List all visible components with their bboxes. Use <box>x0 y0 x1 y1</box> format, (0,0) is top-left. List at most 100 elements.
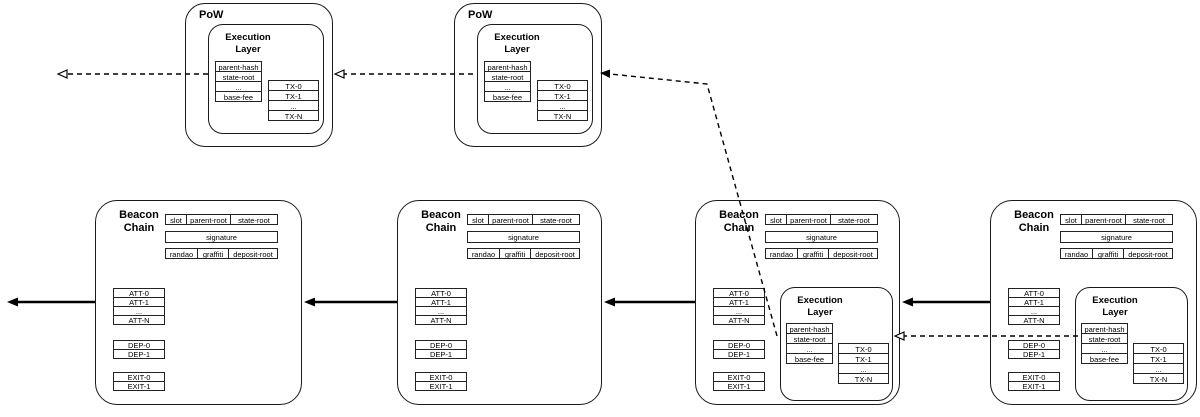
attestation-list: ATT-0 ATT-1 ... ATT-N <box>113 288 165 325</box>
field-randao: randao <box>765 248 798 259</box>
execution-fields: parent-hash state-root ... base-fee <box>1081 323 1128 364</box>
field-parent-hash: parent-hash <box>1081 323 1128 334</box>
att-row: ATT-N <box>415 315 467 325</box>
field-parent-root: parent-root <box>186 214 231 225</box>
field-base-fee: base-fee <box>215 91 262 102</box>
beacon-block-title: Beacon Chain <box>119 209 159 235</box>
tx-row: TX-N <box>268 110 319 121</box>
field-state-root: state-root <box>230 214 278 225</box>
field-signature: signature <box>467 231 580 243</box>
field-signature: signature <box>765 231 878 243</box>
beacon-header-row-1: slot parent-root state-root <box>467 214 580 225</box>
execution-layer-box: Execution Layer parent-hash state-root .… <box>208 24 324 134</box>
pow-block-1: PoW Execution Layer parent-hash state-ro… <box>185 3 333 147</box>
pow-block-title: PoW <box>468 9 493 21</box>
dep-row: DEP-1 <box>415 349 467 359</box>
exit-row: EXIT-1 <box>415 381 467 391</box>
dep-row: DEP-1 <box>1008 349 1060 359</box>
execution-layer-title: Execution Layer <box>797 295 843 318</box>
beacon-header-signature: signature <box>765 231 878 243</box>
beacon-block-title: Beacon Chain <box>1014 209 1054 235</box>
beacon-header-row-3: randao graffiti deposit-root <box>1060 248 1173 259</box>
field-deposit-root: deposit-root <box>1123 248 1173 259</box>
field-parent-hash: parent-hash <box>484 61 531 72</box>
field-randao: randao <box>165 248 198 259</box>
execution-fields: parent-hash state-root ... base-fee <box>786 323 833 364</box>
att-row: ATT-N <box>1008 315 1060 325</box>
attestation-list: ATT-0 ATT-1 ... ATT-N <box>415 288 467 325</box>
field-parent-root: parent-root <box>488 214 533 225</box>
pow-block-title: PoW <box>199 9 224 21</box>
beacon-header-row-1: slot parent-root state-root <box>165 214 278 225</box>
tx-row: TX-N <box>838 373 889 384</box>
beacon-header-row-3: randao graffiti deposit-root <box>165 248 278 259</box>
field-graffiti: graffiti <box>197 248 229 259</box>
beacon-header-row-3: randao graffiti deposit-root <box>765 248 878 259</box>
field-graffiti: graffiti <box>499 248 531 259</box>
att-row: ATT-N <box>713 315 765 325</box>
field-base-fee: base-fee <box>1081 353 1128 364</box>
tx-row: TX-N <box>1133 373 1184 384</box>
deposit-list: DEP-0 DEP-1 <box>713 340 765 359</box>
field-parent-hash: parent-hash <box>786 323 833 334</box>
field-randao: randao <box>467 248 500 259</box>
field-state-root: state-root <box>532 214 580 225</box>
transaction-list: TX-0 TX-1 ... TX-N <box>537 80 588 121</box>
attestation-list: ATT-0 ATT-1 ... ATT-N <box>1008 288 1060 325</box>
execution-fields: parent-hash state-root ... base-fee <box>484 61 531 102</box>
solid-arrow-beacon1-left <box>7 297 95 307</box>
exit-list: EXIT-0 EXIT-1 <box>113 372 165 391</box>
execution-layer-title: Execution Layer <box>494 32 540 55</box>
beacon-header-signature: signature <box>467 231 580 243</box>
beacon-block-2: Beacon Chain slot parent-root state-root… <box>397 200 602 405</box>
field-parent-hash: parent-hash <box>215 61 262 72</box>
transaction-list: TX-0 TX-1 ... TX-N <box>838 343 889 384</box>
att-row: ATT-N <box>113 315 165 325</box>
beacon-block-title: Beacon Chain <box>421 209 461 235</box>
field-state-root: state-root <box>1125 214 1173 225</box>
deposit-list: DEP-0 DEP-1 <box>1008 340 1060 359</box>
beacon-header-row-1: slot parent-root state-root <box>765 214 878 225</box>
solid-arrow-beacon2-to-beacon1 <box>304 297 397 307</box>
exit-list: EXIT-0 EXIT-1 <box>415 372 467 391</box>
exit-row: EXIT-1 <box>113 381 165 391</box>
field-base-fee: base-fee <box>786 353 833 364</box>
execution-layer-title: Execution Layer <box>1092 295 1138 318</box>
field-slot: slot <box>765 214 787 225</box>
beacon-block-3: Beacon Chain slot parent-root state-root… <box>695 200 900 405</box>
beacon-header-row-1: slot parent-root state-root <box>1060 214 1173 225</box>
transaction-list: TX-0 TX-1 ... TX-N <box>268 80 319 121</box>
execution-layer-box: Execution Layer parent-hash state-root .… <box>780 287 893 401</box>
execution-fields: parent-hash state-root ... base-fee <box>215 61 262 102</box>
field-deposit-root: deposit-root <box>228 248 278 259</box>
beacon-block-4: Beacon Chain slot parent-root state-root… <box>990 200 1197 405</box>
field-parent-root: parent-root <box>786 214 831 225</box>
field-slot: slot <box>165 214 187 225</box>
beacon-block-1: Beacon Chain slot parent-root state-root… <box>95 200 302 405</box>
beacon-header-row-3: randao graffiti deposit-root <box>467 248 580 259</box>
deposit-list: DEP-0 DEP-1 <box>113 340 165 359</box>
exit-list: EXIT-0 EXIT-1 <box>1008 372 1060 391</box>
solid-arrow-beacon3-to-beacon2 <box>604 297 695 307</box>
beacon-header-signature: signature <box>1060 231 1173 243</box>
field-slot: slot <box>1060 214 1082 225</box>
beacon-header-signature: signature <box>165 231 278 243</box>
pow-block-2: PoW Execution Layer parent-hash state-ro… <box>454 3 602 147</box>
execution-layer-title: Execution Layer <box>225 32 271 55</box>
execution-layer-box: Execution Layer parent-hash state-root .… <box>477 24 593 134</box>
field-graffiti: graffiti <box>797 248 829 259</box>
attestation-list: ATT-0 ATT-1 ... ATT-N <box>713 288 765 325</box>
tx-row: TX-N <box>537 110 588 121</box>
execution-layer-box: Execution Layer parent-hash state-root .… <box>1075 287 1188 401</box>
transaction-list: TX-0 TX-1 ... TX-N <box>1133 343 1184 384</box>
field-state-root: state-root <box>830 214 878 225</box>
field-signature: signature <box>1060 231 1173 243</box>
field-signature: signature <box>165 231 278 243</box>
exit-row: EXIT-1 <box>1008 381 1060 391</box>
exit-list: EXIT-0 EXIT-1 <box>713 372 765 391</box>
field-base-fee: base-fee <box>484 91 531 102</box>
exit-row: EXIT-1 <box>713 381 765 391</box>
field-deposit-root: deposit-root <box>530 248 580 259</box>
beacon-block-title: Beacon Chain <box>719 209 759 235</box>
